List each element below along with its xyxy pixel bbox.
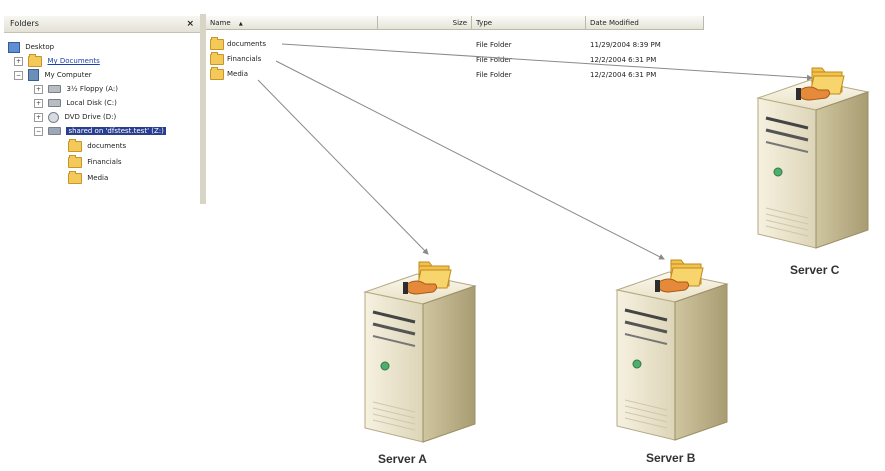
tree-item-label: 3½ Floppy (A:): [66, 85, 118, 93]
tree-item-local-disk[interactable]: + Local Disk (C:): [34, 96, 117, 110]
tree-item-financials[interactable]: Financials: [68, 154, 122, 169]
tree-item-label: shared on 'dfstest.test' (Z:): [66, 127, 166, 135]
column-label: Date Modified: [590, 19, 639, 27]
tree-item-label: Local Disk (C:): [66, 99, 117, 107]
folder-icon: [68, 154, 82, 168]
close-pane-icon[interactable]: ×: [186, 19, 194, 29]
file-type: File Folder: [476, 71, 512, 79]
server-a-label: Server A: [378, 452, 427, 466]
column-header-date[interactable]: Date Modified: [586, 16, 704, 30]
tree-item-label: Media: [87, 174, 109, 182]
expand-icon[interactable]: +: [14, 56, 23, 66]
column-header-name[interactable]: Name ▲: [206, 16, 378, 30]
my-documents-icon: [28, 53, 43, 67]
tree-item-media[interactable]: Media: [68, 170, 109, 185]
tree-item-label: My Documents: [47, 57, 100, 65]
folder-icon: [68, 170, 82, 184]
server-icon: [615, 258, 729, 442]
local-disk-icon: [48, 99, 62, 107]
tree-item-documents[interactable]: documents: [68, 138, 127, 153]
network-drive-icon: [48, 127, 62, 135]
tree-item-label: My Computer: [44, 71, 92, 79]
expand-icon[interactable]: +: [34, 84, 43, 94]
server-c-label: Server C: [790, 263, 840, 277]
file-name-cell: Financials: [210, 51, 262, 66]
file-name-cell: documents: [210, 36, 266, 51]
file-type: File Folder: [476, 56, 512, 64]
column-label: Name: [210, 19, 231, 27]
tree-item-label: Desktop: [25, 43, 55, 51]
server-icon: [363, 260, 477, 444]
tree-item-desktop[interactable]: Desktop: [8, 40, 54, 54]
server-icon: [756, 66, 870, 250]
desktop-icon: [8, 41, 20, 53]
folder-icon: [210, 51, 224, 65]
column-header-type[interactable]: Type: [472, 16, 586, 30]
collapse-icon[interactable]: −: [14, 70, 23, 80]
folders-pane-title: Folders: [10, 19, 39, 28]
sort-ascending-icon: ▲: [238, 21, 243, 27]
column-label: Type: [476, 19, 493, 27]
tree-item-label: documents: [87, 142, 127, 150]
file-list-pane: Name ▲ Size Type Date Modified documents…: [206, 16, 710, 204]
column-label: Size: [452, 19, 467, 27]
tree-item-my-documents[interactable]: + My Documents: [14, 53, 100, 68]
floppy-icon: [48, 85, 62, 93]
column-header-size[interactable]: Size: [378, 16, 472, 30]
expand-icon[interactable]: +: [34, 112, 43, 122]
file-name-cell: Media: [210, 66, 249, 81]
server-b-label: Server B: [646, 451, 696, 465]
server-b: [607, 250, 737, 446]
tree-item-floppy[interactable]: + 3½ Floppy (A:): [34, 82, 118, 96]
file-name: Financials: [227, 55, 262, 63]
folders-pane-header: Folders ×: [4, 16, 200, 33]
pane-splitter[interactable]: [200, 14, 206, 204]
expand-icon[interactable]: +: [34, 98, 43, 108]
server-c: [748, 58, 878, 254]
folder-icon: [210, 36, 224, 50]
folder-icon: [210, 66, 224, 80]
tree-item-my-computer[interactable]: − My Computer: [14, 68, 92, 82]
file-date: 12/2/2004 6:31 PM: [590, 71, 657, 79]
my-computer-icon: [28, 69, 40, 81]
folder-icon: [68, 138, 82, 152]
server-a: [355, 252, 485, 448]
tree-item-network-drive[interactable]: − shared on 'dfstest.test' (Z:): [34, 124, 166, 138]
file-name: documents: [227, 40, 266, 48]
folders-pane: Folders × Desktop + My Documents − My Co…: [4, 16, 200, 204]
collapse-icon[interactable]: −: [34, 126, 43, 136]
tree-item-label: DVD Drive (D:): [64, 113, 117, 121]
tree-item-dvd-drive[interactable]: + DVD Drive (D:): [34, 110, 116, 124]
file-type: File Folder: [476, 41, 512, 49]
explorer-window: Folders × Desktop + My Documents − My Co…: [0, 0, 712, 204]
file-date: 11/29/2004 8:39 PM: [590, 41, 661, 49]
tree-item-label: Financials: [87, 158, 122, 166]
dvd-drive-icon: [48, 111, 60, 123]
file-name: Media: [227, 70, 249, 78]
file-date: 12/2/2004 6:31 PM: [590, 56, 657, 64]
